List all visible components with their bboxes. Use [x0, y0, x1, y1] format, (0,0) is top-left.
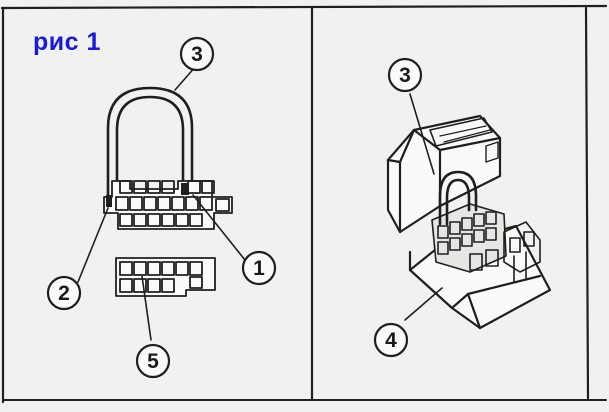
- callout-5-label: 5: [147, 350, 159, 373]
- lower-connector: [115, 257, 216, 297]
- frame: [0, 4, 608, 404]
- upper-connector: [103, 180, 233, 230]
- bridge-wire-left: [106, 86, 194, 199]
- callout-4-label: 4: [385, 329, 397, 352]
- callout-3-right: 3: [387, 57, 423, 93]
- bridge-pins-left: [106, 183, 189, 207]
- leader-lines-right: [404, 93, 443, 321]
- callout-5: 5: [135, 343, 171, 379]
- relay-terminals: [431, 203, 541, 283]
- callout-4: 4: [373, 322, 409, 358]
- callout-3-right-label: 3: [399, 64, 411, 87]
- callout-1-label: 1: [253, 257, 265, 280]
- callout-3-left-label: 3: [191, 43, 203, 66]
- callout-1: 1: [241, 250, 277, 286]
- bridge-wire-right: [438, 170, 478, 226]
- callout-2-label: 2: [58, 282, 70, 305]
- leader-lines-left: [77, 65, 246, 341]
- figure-title: рис 1: [33, 28, 101, 56]
- callout-2: 2: [46, 275, 82, 311]
- callout-3-left: 3: [179, 36, 215, 72]
